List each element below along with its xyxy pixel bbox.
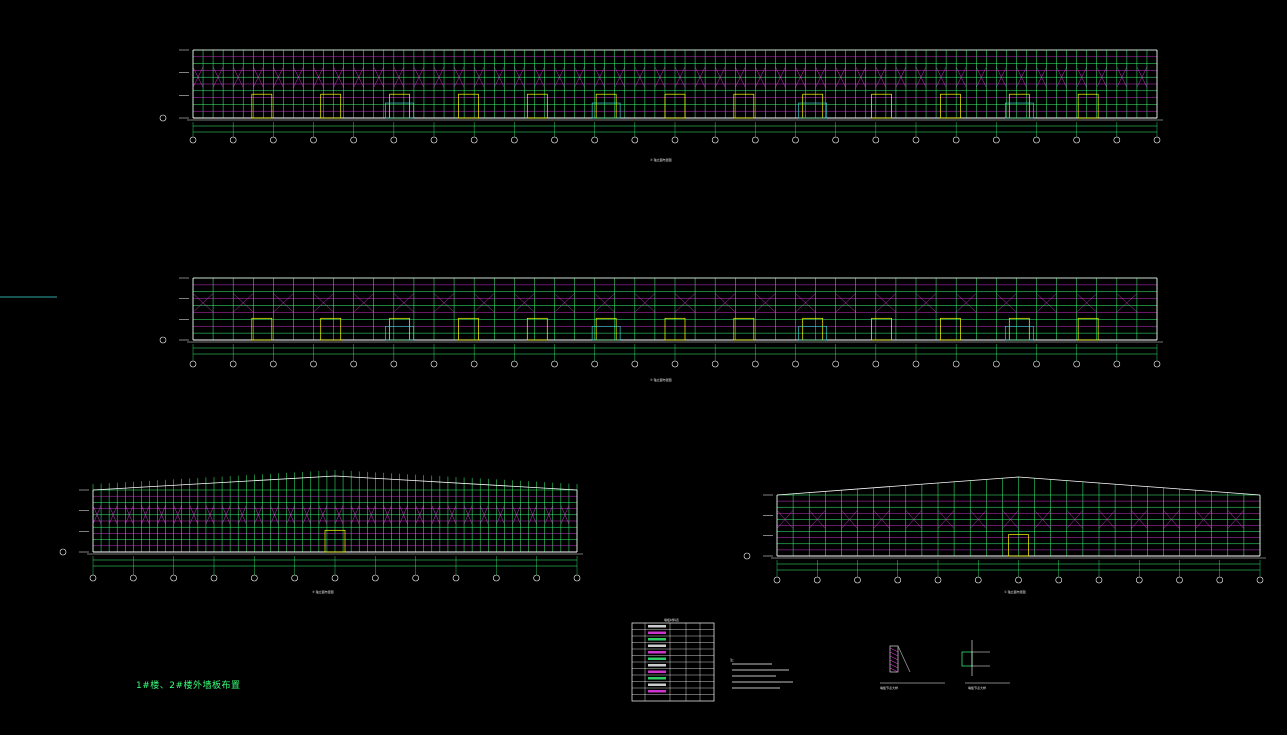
legend-table-caption: 墙板材料表 bbox=[664, 618, 680, 622]
detail-2-caption: 墙板节点大样 bbox=[968, 686, 987, 690]
detail-1-caption: 墙板节点大样 bbox=[880, 686, 899, 690]
elevation-4 bbox=[743, 476, 1266, 584]
drawing-title: 1#楼、2#楼外墙板布置 bbox=[136, 681, 241, 691]
elevation-2 bbox=[159, 277, 1163, 368]
elevation-3-caption: ③ 轴立面布置图 bbox=[312, 590, 334, 594]
notes-block bbox=[732, 663, 793, 689]
detail-2-sketch bbox=[961, 640, 1010, 684]
elevation-3 bbox=[59, 470, 583, 582]
legend-table bbox=[631, 622, 715, 702]
elevation-2-caption: ④ 轴立面布置图 bbox=[650, 378, 672, 382]
elevation-1-caption: ④ 轴立面布置图 bbox=[650, 158, 672, 162]
detail-1-sketch bbox=[880, 645, 945, 684]
elevation-4-caption: ① 轴立面布置图 bbox=[1004, 590, 1026, 594]
notes-caption: 注： bbox=[730, 658, 737, 662]
elevation-1 bbox=[159, 49, 1163, 144]
